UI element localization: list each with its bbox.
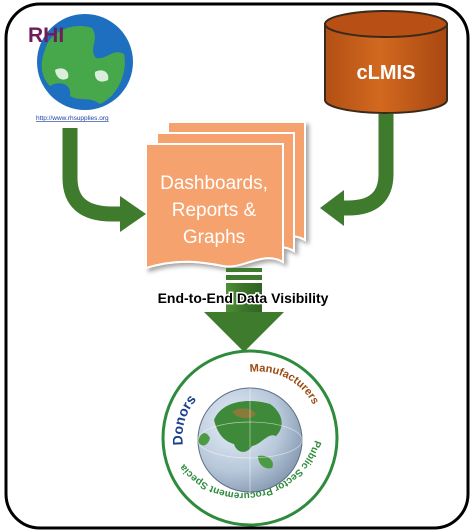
dashboards-line-2: Reports & <box>172 200 257 221</box>
dashboards-line-1: Dashboards, <box>160 173 268 194</box>
rhi-logo: RHI http://www.rhsupplies.org <box>28 14 133 122</box>
rhi-logo-text: RHI <box>28 24 64 47</box>
dashboards-line-3: Graphs <box>183 227 245 248</box>
clmis-database-icon: cLMIS <box>324 10 448 114</box>
rhi-url-link[interactable]: http://www.rhsupplies.org <box>36 115 109 122</box>
dashboards-document-stack: Dashboards, Reports & Graphs <box>145 121 306 270</box>
clmis-label: cLMIS <box>357 62 416 84</box>
arrow-clmis-to-dashboards <box>320 114 394 226</box>
arrow-down-to-stakeholders <box>204 268 284 352</box>
arrow-rhi-to-dashboards <box>62 128 146 232</box>
visibility-label: End-to-End Data Visibility <box>158 290 329 306</box>
